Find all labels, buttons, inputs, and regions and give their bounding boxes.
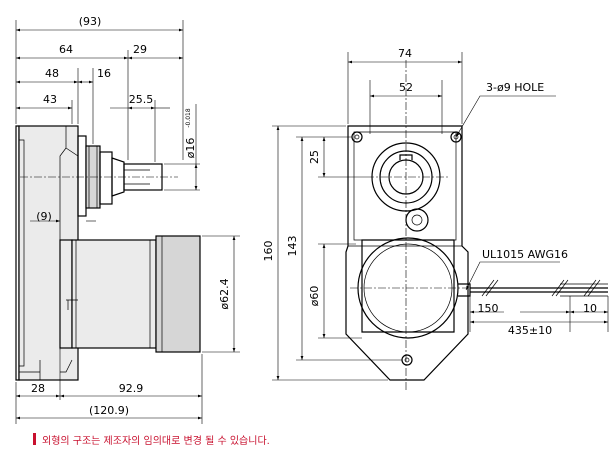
mounting-hole-top-right [450,131,462,143]
dim-150: 150 [478,302,499,315]
dim-64: 64 [59,43,73,56]
mounting-holes [351,131,462,366]
dim-motor-diameter-60: ø60 [308,286,321,307]
dim-overall-93: (93) [79,15,102,28]
dim-48: 48 [45,67,59,80]
motor-body [59,235,201,353]
front-leader-lines [455,95,560,291]
dim-74: 74 [398,47,412,60]
dim-25-5: 25.5 [129,93,154,106]
dim-29: 29 [133,43,147,56]
dim-92-9: 92.9 [119,382,144,395]
dim-120-9: (120.9) [89,404,129,417]
dim-shaft-diameter: ø16 [184,138,197,159]
dim-25: 25 [308,150,321,164]
front-dimension-texts: 74 52 3-ø9 HOLE 160 143 25 ø60 UL1015 AW… [262,47,597,337]
disclaimer-note: 외형의 구조는 제조자의 임의대로 변경 될 수 있습니다. [33,432,270,447]
mounting-plate [345,125,469,381]
hole-note: 3-ø9 HOLE [486,81,544,94]
note-marker [33,433,36,445]
dimension-texts: (93) 64 29 48 16 43 25.5 ø16 -0.018 (9) … [31,15,231,417]
dim-160: 160 [262,241,275,262]
cable-spec: UL1015 AWG16 [482,248,568,261]
dim-435: 435±10 [508,324,552,337]
note-text: 외형의 구조는 제조자의 임의대로 변경 될 수 있습니다. [42,435,270,447]
mounting-hole-top-left [351,131,363,143]
dim-43: 43 [43,93,57,106]
dim-10: 10 [583,302,597,315]
dim-16: 16 [97,67,111,80]
gearbox-housing [15,125,79,381]
dim-9: (9) [36,210,52,223]
side-view: (93) 64 29 48 16 43 25.5 ø16 -0.018 (9) … [15,15,240,424]
dim-143: 143 [286,236,299,257]
mounting-hole-bottom [401,354,413,366]
motor-cable [470,279,608,297]
dim-28: 28 [31,382,45,395]
front-dimension-lines [276,60,608,380]
dimension-lines [16,28,236,420]
dim-52: 52 [399,81,413,94]
output-shaft [20,135,178,217]
front-extension-lines [272,52,609,381]
dim-shaft-tolerance: -0.018 [185,108,192,128]
dim-motor-diameter: ø62.4 [218,278,231,309]
front-center-lines [350,60,466,390]
front-view: 74 52 3-ø9 HOLE 160 143 25 ø60 UL1015 AW… [262,47,609,390]
